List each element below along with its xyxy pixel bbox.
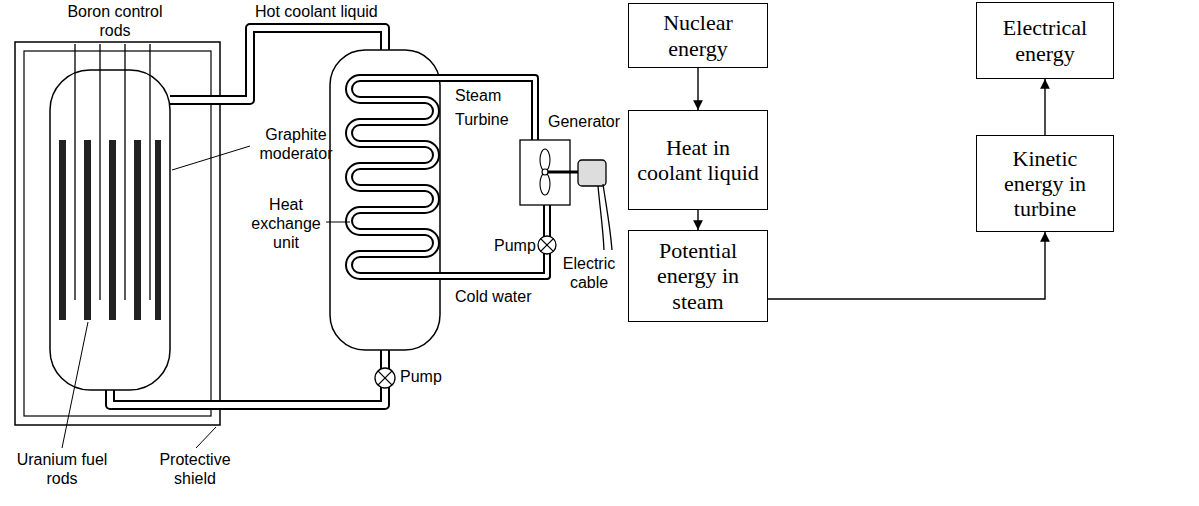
- electric-cable: [598, 184, 612, 250]
- box-text: Nuclear energy: [634, 10, 762, 61]
- energy-box: Potential energy in steam: [628, 230, 768, 322]
- flow-arrow: [697, 68, 698, 110]
- pump-symbol: [538, 236, 556, 254]
- part-label: Cold water: [455, 287, 531, 306]
- flow-arrow: [1044, 79, 1045, 135]
- control-rods: [75, 44, 150, 300]
- part-label: Uranium fuel rods: [6, 450, 118, 488]
- reactor-vessel: [50, 70, 170, 390]
- part-label: Generator: [548, 112, 620, 131]
- part-label: Electric cable: [556, 254, 622, 292]
- generator: [578, 160, 606, 186]
- box-text: Potential energy in steam: [634, 238, 762, 314]
- part-label: Pump: [400, 367, 442, 386]
- leader-lines: [62, 146, 350, 448]
- part-label: Pump: [494, 236, 536, 255]
- box-text: Kinetic energy in turbine: [982, 146, 1108, 222]
- energy-box: Nuclear energy: [628, 3, 768, 68]
- flow-arrow: [697, 210, 698, 230]
- part-label: Protective shield: [150, 450, 240, 488]
- box-text: Electrical energy: [982, 15, 1108, 66]
- shaft: [548, 171, 578, 174]
- part-label: Boron control rods: [55, 2, 175, 40]
- part-label: Steam: [455, 86, 501, 105]
- fuel-rods: [59, 140, 161, 320]
- part-label: Turbine: [455, 110, 509, 129]
- energy-box: Electrical energy: [976, 2, 1114, 79]
- part-label: Heat exchange unit: [246, 195, 326, 252]
- steam-coil-bore: [349, 78, 547, 276]
- part-label: Hot coolant liquid: [255, 2, 378, 21]
- steam-coil: [349, 78, 547, 276]
- energy-box: Heat in coolant liquid: [628, 110, 768, 210]
- part-label: Graphite moderator: [252, 125, 340, 163]
- pump-symbol: [375, 368, 395, 388]
- flow-arrow: [768, 232, 1045, 299]
- shield-inner-wall: [24, 51, 211, 416]
- energy-box: Kinetic energy in turbine: [976, 135, 1114, 232]
- box-text: Heat in coolant liquid: [634, 135, 762, 186]
